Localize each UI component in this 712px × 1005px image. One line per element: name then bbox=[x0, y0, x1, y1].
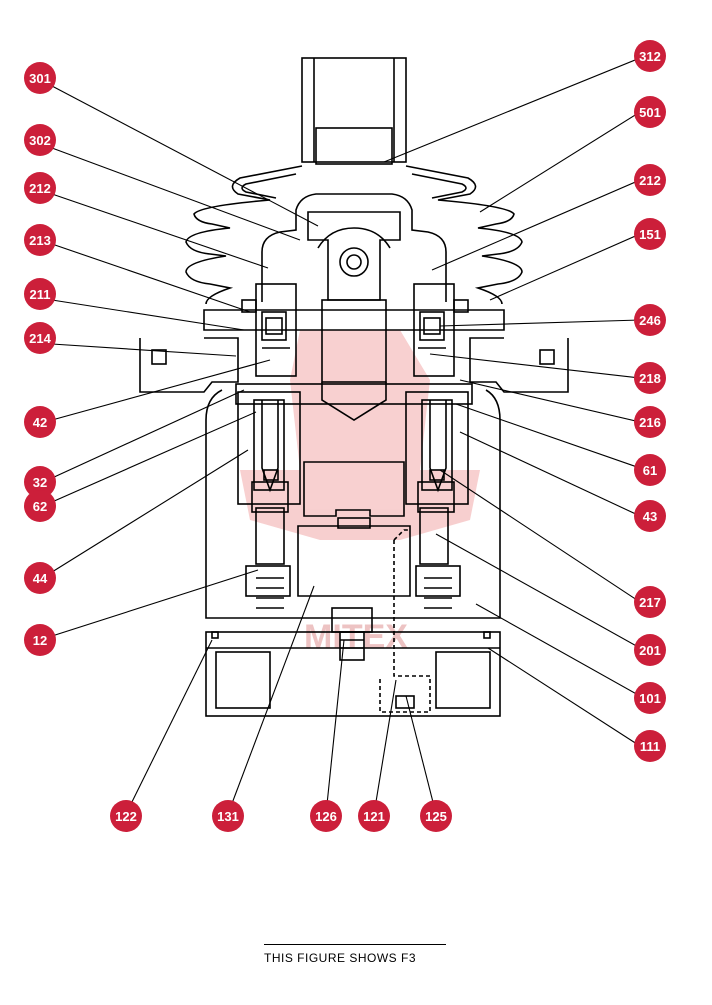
badge-213-label: 213 bbox=[29, 233, 51, 248]
badge-218: 218 bbox=[634, 362, 666, 394]
badge-312: 312 bbox=[634, 40, 666, 72]
badge-212-right-label: 212 bbox=[639, 173, 661, 188]
badge-101: 101 bbox=[634, 682, 666, 714]
badge-125: 125 bbox=[420, 800, 452, 832]
badge-62: 62 bbox=[24, 490, 56, 522]
badge-217: 217 bbox=[634, 586, 666, 618]
badge-218-label: 218 bbox=[639, 371, 661, 386]
badge-214-label: 214 bbox=[29, 331, 51, 346]
badge-501-label: 501 bbox=[639, 105, 661, 120]
badge-125-label: 125 bbox=[425, 809, 447, 824]
badge-312-label: 312 bbox=[639, 49, 661, 64]
badge-32: 32 bbox=[24, 466, 56, 498]
badge-101-label: 101 bbox=[639, 691, 661, 706]
badge-111-label: 111 bbox=[640, 739, 660, 754]
badge-12: 12 bbox=[24, 624, 56, 656]
badge-246-label: 246 bbox=[639, 313, 661, 328]
badge-126-label: 126 bbox=[315, 809, 337, 824]
callout-badges: 301 302 212 213 211 214 42 32 62 44 12 3… bbox=[24, 40, 666, 832]
badge-212-right: 212 bbox=[634, 164, 666, 196]
badge-62-label: 62 bbox=[33, 499, 47, 514]
badge-12-label: 12 bbox=[33, 633, 47, 648]
badge-214: 214 bbox=[24, 322, 56, 354]
badge-302-label: 302 bbox=[29, 133, 51, 148]
valve-body-drawing bbox=[139, 57, 569, 717]
badge-111: 111 bbox=[634, 730, 666, 762]
badge-212-left: 212 bbox=[24, 172, 56, 204]
badge-216-label: 216 bbox=[639, 415, 661, 430]
badge-501: 501 bbox=[634, 96, 666, 128]
badge-213: 213 bbox=[24, 224, 56, 256]
badge-126: 126 bbox=[310, 800, 342, 832]
badge-301: 301 bbox=[24, 62, 56, 94]
badge-211: 211 bbox=[24, 278, 56, 310]
badge-122-label: 122 bbox=[115, 809, 137, 824]
badge-201: 201 bbox=[634, 634, 666, 666]
watermark-text: MITEX bbox=[304, 618, 408, 656]
badge-122: 122 bbox=[110, 800, 142, 832]
watermark: MITEX bbox=[240, 330, 480, 656]
badge-302: 302 bbox=[24, 124, 56, 156]
badge-151: 151 bbox=[634, 218, 666, 250]
badge-121: 121 bbox=[358, 800, 390, 832]
badge-131: 131 bbox=[212, 800, 244, 832]
badge-42: 42 bbox=[24, 406, 56, 438]
badge-43-label: 43 bbox=[643, 509, 657, 524]
badge-61-label: 61 bbox=[643, 463, 657, 478]
figure-caption: THIS FIGURE SHOWS F3 bbox=[264, 944, 446, 965]
badge-43: 43 bbox=[634, 500, 666, 532]
badge-42-label: 42 bbox=[33, 415, 47, 430]
badge-151-label: 151 bbox=[639, 227, 661, 242]
leader-lines bbox=[51, 57, 641, 815]
badge-201-label: 201 bbox=[639, 643, 661, 658]
badge-211-label: 211 bbox=[30, 287, 51, 302]
badge-246: 246 bbox=[634, 304, 666, 336]
badge-44-label: 44 bbox=[33, 571, 48, 586]
badge-131-label: 131 bbox=[217, 809, 239, 824]
badge-217-label: 217 bbox=[639, 595, 661, 610]
badge-61: 61 bbox=[634, 454, 666, 486]
badge-44: 44 bbox=[24, 562, 56, 594]
badge-32-label: 32 bbox=[33, 475, 47, 490]
badge-301-label: 301 bbox=[29, 71, 51, 86]
badge-121-label: 121 bbox=[363, 809, 385, 824]
badge-212-left-label: 212 bbox=[29, 181, 51, 196]
badge-216: 216 bbox=[634, 406, 666, 438]
